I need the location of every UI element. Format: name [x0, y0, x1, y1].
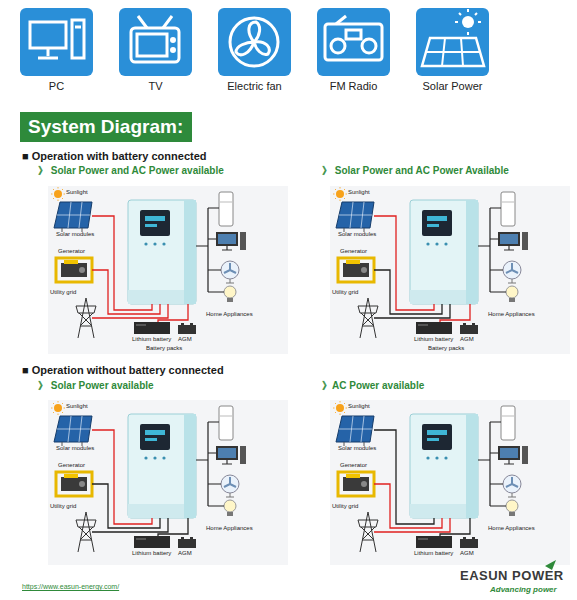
appliance-label: Home Appliances: [206, 311, 253, 318]
sun-label: Sunlight: [348, 403, 370, 410]
appliance-label: Home Appliances: [206, 525, 253, 532]
solar-icon: [422, 9, 484, 66]
icon-label: TV: [119, 80, 192, 93]
section-heading: ■ Operation without battery connected: [22, 364, 224, 377]
tv-icon: [131, 16, 179, 62]
appliance-label: Home Appliances: [488, 525, 535, 532]
battery-group-label: Battery packs: [146, 345, 182, 352]
system-panel: [330, 400, 570, 565]
banner-title: System Diagram:: [28, 112, 184, 142]
battery-label: Lithium battery: [414, 550, 453, 557]
brand-name: EASUN POWER: [460, 569, 564, 584]
panel-ground: [48, 400, 288, 565]
module-label: Solar modules: [56, 231, 94, 238]
generator-label: Generator: [340, 462, 367, 469]
icon-label: PC: [20, 80, 93, 93]
website-url: https://www.easun-energy.com/: [22, 583, 119, 591]
sun-label: Sunlight: [66, 403, 88, 410]
battery-label: AGM: [460, 336, 474, 343]
system-panel: [48, 400, 288, 565]
battery-group-label: Battery packs: [428, 345, 464, 352]
module-label: Solar modules: [338, 231, 376, 238]
section-heading: ■ Operation with battery connected: [22, 150, 207, 163]
sub-heading: 》 Solar Power and AC Power Available: [322, 165, 509, 177]
grid-label: Utility grid: [50, 503, 76, 510]
fan-icon: [230, 18, 278, 66]
module-label: Solar modules: [338, 445, 376, 452]
sub-heading: 》AC Power available: [322, 380, 424, 392]
battery-label: Lithium battery: [132, 336, 171, 343]
sun-label: Sunlight: [348, 189, 370, 196]
grid-label: Utility grid: [50, 289, 76, 296]
grid-label: Utility grid: [332, 503, 358, 510]
icon-tile: [119, 8, 192, 76]
icon-tile: [416, 8, 489, 76]
radio-icon: [325, 16, 382, 60]
battery-label: AGM: [178, 550, 192, 557]
input-wires: [374, 216, 470, 322]
icon-card: Solar Power: [416, 8, 489, 96]
pc-icon: [30, 20, 84, 58]
icon-card: PC: [20, 8, 93, 96]
battery-label: Lithium battery: [414, 336, 453, 343]
brand-slogan: Advancing power: [490, 585, 557, 594]
panel-ground: [48, 186, 288, 354]
icon-card: TV: [119, 8, 192, 96]
icon-row: [20, 8, 489, 76]
panel-ground: [330, 400, 570, 565]
system-panel: [48, 186, 288, 354]
input-wires: [92, 216, 188, 322]
sub-heading: 》 Solar Power available: [38, 380, 154, 392]
system-panel: [330, 186, 570, 354]
generator-label: Generator: [58, 462, 85, 469]
panel-ground: [330, 186, 570, 354]
grid-label: Utility grid: [332, 289, 358, 296]
battery-label: AGM: [460, 550, 474, 557]
battery-label: AGM: [178, 336, 192, 343]
sub-heading: 》 Solar Power and AC Power available: [38, 165, 224, 177]
icon-card: FM Radio: [317, 8, 390, 96]
icon-tile: [218, 8, 291, 76]
icon-tile: [317, 8, 390, 76]
appliance-label: Home Appliances: [488, 311, 535, 318]
sun-label: Sunlight: [66, 189, 88, 196]
input-wires: [374, 430, 470, 536]
battery-label: Lithium battery: [132, 550, 171, 557]
icon-tile: [20, 8, 93, 76]
input-wires: [92, 430, 188, 536]
icon-label: Solar Power: [416, 80, 489, 93]
generator-label: Generator: [58, 248, 85, 255]
icon-label: FM Radio: [317, 80, 390, 93]
section-banner: System Diagram:: [20, 112, 192, 142]
icon-label: Electric fan: [218, 80, 291, 93]
module-label: Solar modules: [56, 445, 94, 452]
generator-label: Generator: [340, 248, 367, 255]
icon-card: Electric fan: [218, 8, 291, 96]
